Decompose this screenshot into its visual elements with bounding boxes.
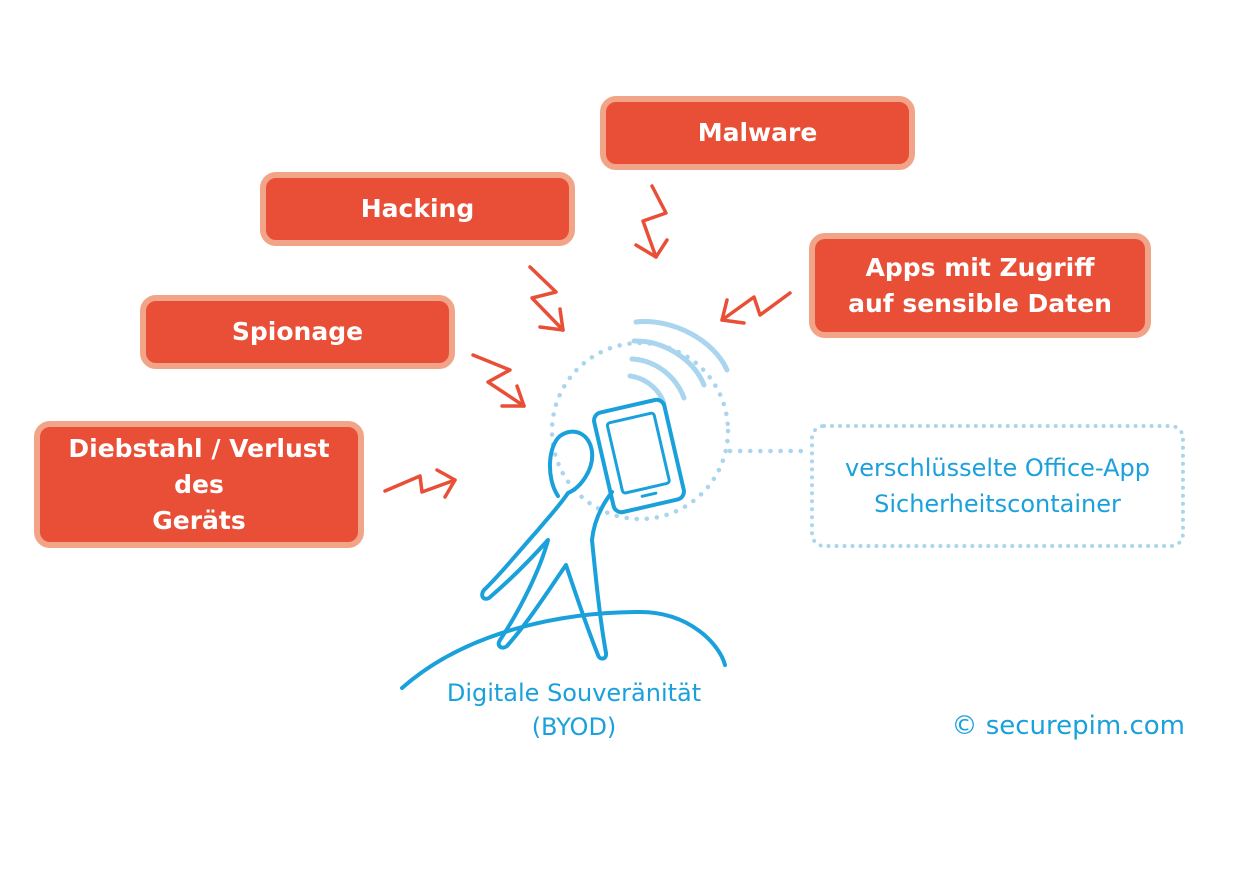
hacking-arrow-icon <box>528 265 565 332</box>
threat-apps: Apps mit Zugriff auf sensible Daten <box>809 233 1151 338</box>
copyright-notice: © securepim.com <box>951 711 1185 741</box>
ground-arc <box>400 609 727 690</box>
container-line2: Sicherheitscontainer <box>874 490 1121 518</box>
diebstahl-arrow-icon <box>383 468 457 499</box>
threat-diebstahl-line1: Diebstahl / Verlust des <box>68 433 330 499</box>
threat-spionage: Spionage <box>140 295 455 369</box>
threat-hacking-label: Hacking <box>360 194 475 223</box>
caption-line2: (BYOD) <box>531 713 617 741</box>
threat-malware-label: Malware <box>697 118 818 147</box>
person-figure-icon <box>480 429 614 661</box>
threat-malware: Malware <box>600 96 915 170</box>
malware-arrow-icon <box>634 184 669 259</box>
threat-apps-line2: auf sensible Daten <box>848 288 1112 318</box>
signal-waves-icon <box>627 319 730 407</box>
container-line1: verschlüsselte Office-App <box>845 454 1150 482</box>
threat-diebstahl-line2: Geräts <box>152 505 246 535</box>
caption-line1: Digitale Souveränität <box>446 679 702 707</box>
threat-apps-line1: Apps mit Zugriff <box>865 252 1095 282</box>
smartphone-icon <box>592 397 686 515</box>
security-container-label: verschlüsselte Office-App Sicherheitscon… <box>810 424 1185 548</box>
apps-arrow-icon <box>720 291 792 325</box>
spionage-arrow-icon <box>471 353 526 408</box>
threat-hacking: Hacking <box>260 172 575 246</box>
diagram-caption: Digitale Souveränität (BYOD) <box>398 676 750 744</box>
threat-spionage-label: Spionage <box>231 317 364 346</box>
threat-diebstahl: Diebstahl / Verlust des Geräts <box>34 421 364 548</box>
